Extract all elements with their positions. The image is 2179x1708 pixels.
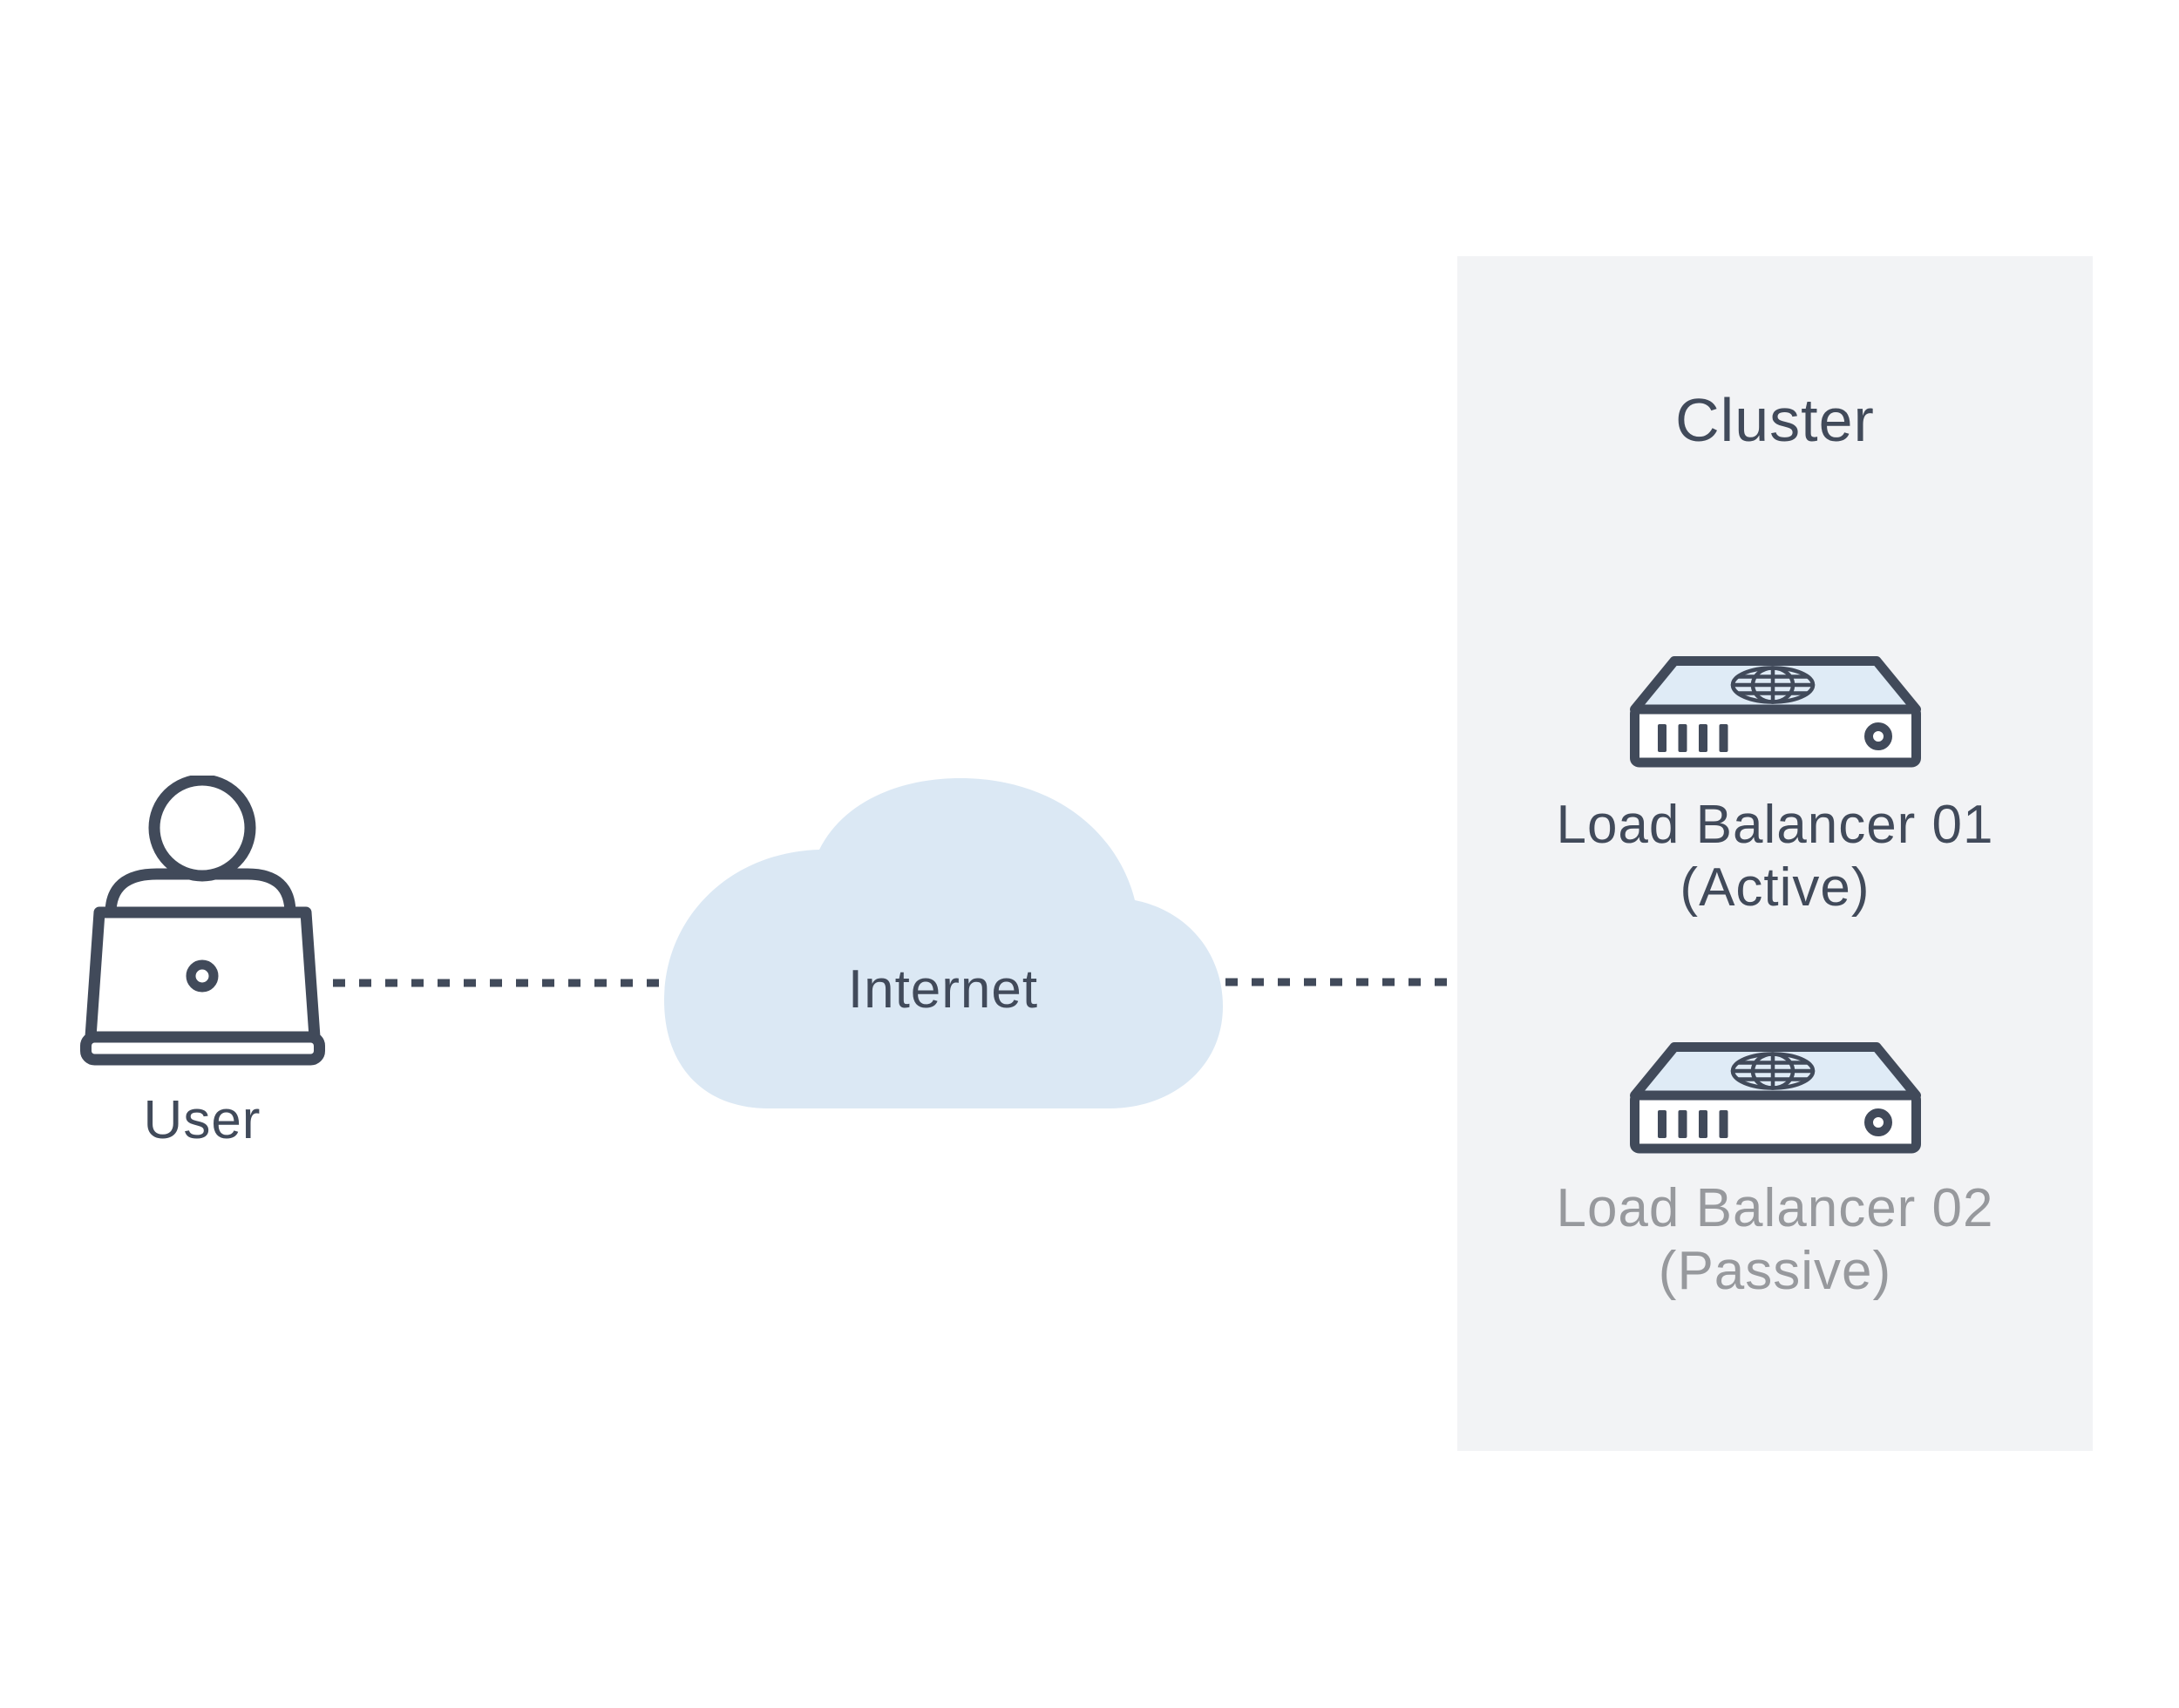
load-balancer-01-state: (Active) (1680, 857, 1870, 918)
load-balancer-02-state: (Passive) (1658, 1241, 1892, 1301)
internet-cloud-icon (664, 778, 1223, 1108)
load-balancer-02-label: Load Balancer 02 (Passive) (1457, 1177, 2093, 1303)
laptop-logo-dot (186, 959, 219, 993)
connector-internet-cluster (1225, 978, 1456, 986)
load-balancer-01-icon (1630, 656, 1921, 768)
cluster-panel: Cluster Load Balancer 01 (Active) Load B… (1457, 256, 2093, 1451)
load-balancer-01-name: Load Balancer 01 (1556, 795, 1994, 855)
load-balancer-02-name: Load Balancer 02 (1556, 1178, 1994, 1238)
load-balancer-02-icon (1630, 1042, 1921, 1154)
user-head (148, 776, 256, 882)
internet-label: Internet (847, 959, 1039, 1020)
user-laptop-icon (80, 776, 325, 1066)
user-label: User (143, 1090, 261, 1150)
load-balancer-01-label: Load Balancer 01 (Active) (1457, 794, 2093, 919)
cluster-title: Cluster (1675, 386, 1875, 454)
connector-user-internet (333, 979, 668, 987)
laptop-base (80, 1031, 325, 1066)
